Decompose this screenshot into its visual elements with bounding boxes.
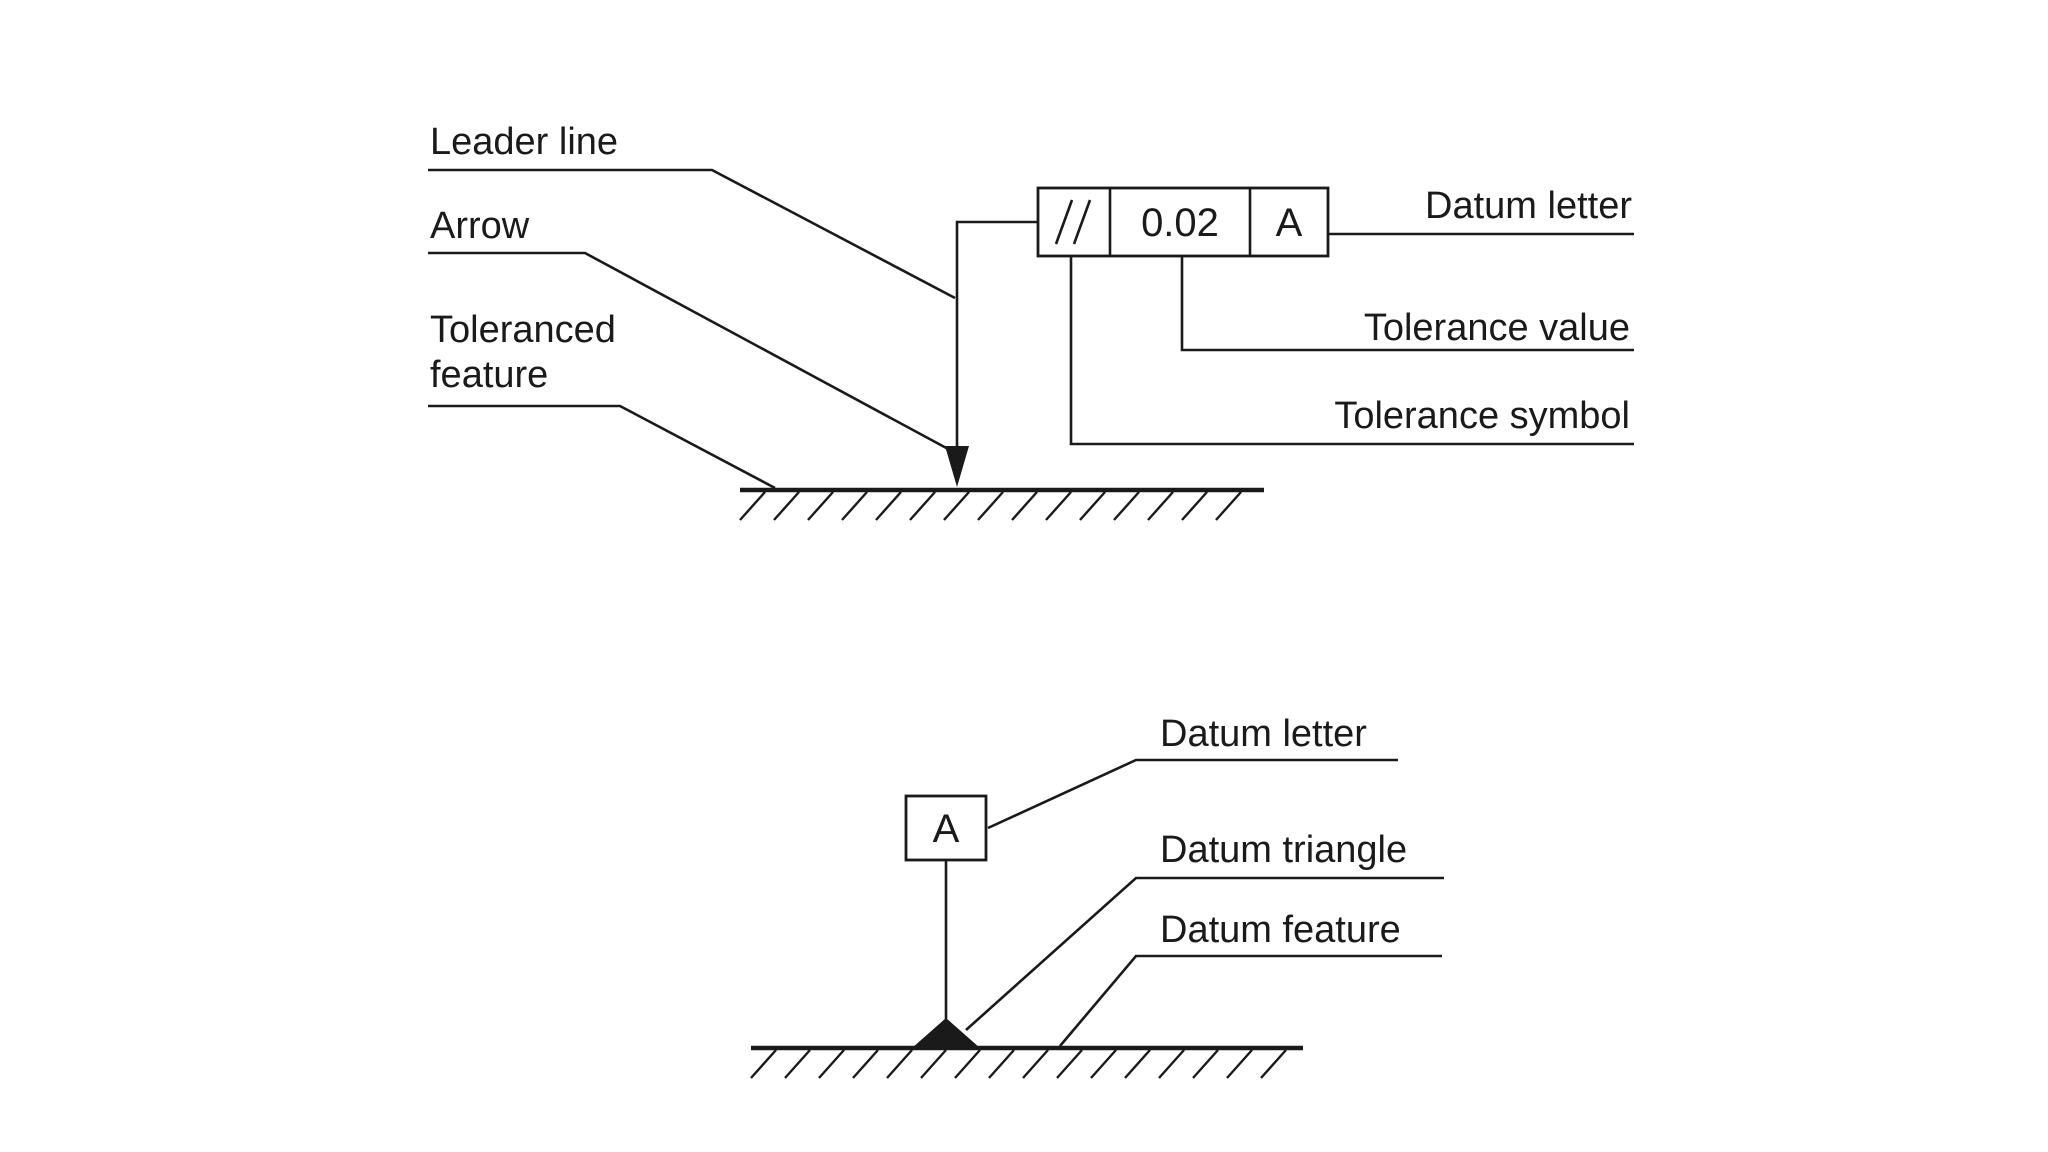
hatch-mark	[1090, 1049, 1117, 1079]
hatch-mark	[818, 1049, 845, 1079]
arrow-callout	[428, 251, 951, 452]
tolerance-symbol-label: Tolerance symbol	[1334, 395, 1630, 437]
hatch-mark	[739, 491, 766, 521]
datum-triangle-callout	[965, 876, 1444, 1031]
hatch-mark	[1113, 491, 1140, 521]
tolerance-value-cell: 0.02	[1141, 201, 1219, 245]
hatch-mark	[1215, 491, 1242, 521]
parallelism-symbol-icon	[1054, 199, 1092, 245]
leader-line-callout	[428, 168, 956, 300]
hatch-mark	[1056, 1049, 1083, 1079]
datum-feature-callout	[1059, 954, 1442, 1047]
toleranced-feature-label-line1: Toleranced	[430, 309, 616, 351]
hatch-mark	[920, 1049, 947, 1079]
arrow-label: Arrow	[430, 205, 530, 247]
hatch-mark	[886, 1049, 913, 1079]
datum-letter-box-text: A	[933, 807, 960, 851]
hatch-mark	[943, 491, 970, 521]
hatch-mark	[1226, 1049, 1253, 1079]
hatch-mark	[1022, 1049, 1049, 1079]
tolerance-value-label: Tolerance value	[1364, 307, 1630, 349]
feature-control-frame: 0.02 A	[1036, 186, 1330, 258]
datum-triangle-icon	[912, 1018, 980, 1048]
hatch-mark	[1045, 491, 1072, 521]
hatch-mark	[1011, 491, 1038, 521]
hatch-mark	[988, 1049, 1015, 1079]
top-diagram: Leader line Arrow Toleranced feature 0.0…	[428, 121, 1634, 521]
hatch-mark	[1192, 1049, 1219, 1079]
leader-line	[955, 220, 1038, 452]
hatch-mark	[1079, 491, 1106, 521]
hatch-mark	[954, 1049, 981, 1079]
datum-reference-cell: A	[1276, 201, 1303, 245]
hatch-mark	[750, 1049, 777, 1079]
toleranced-feature-callout	[428, 404, 776, 490]
hatch-mark	[784, 1049, 811, 1079]
hatch-mark	[841, 491, 868, 521]
hatch-mark	[807, 491, 834, 521]
datum-feature-label: Datum feature	[1160, 909, 1401, 951]
toleranced-surface-hatching	[739, 491, 1242, 521]
hatch-mark	[773, 491, 800, 521]
hatch-mark	[852, 1049, 879, 1079]
toleranced-feature-label-line2: feature	[430, 354, 548, 396]
datum-triangle-label: Datum triangle	[1160, 829, 1407, 871]
tolerance-symbol-callout	[1069, 256, 1634, 446]
bottom-diagram: A Datum letter Datum triangle Datum feat…	[750, 713, 1444, 1079]
datum-letter-label-top: Datum letter	[1425, 185, 1632, 227]
datum-letter-callout-bottom	[987, 758, 1398, 830]
hatch-mark	[1260, 1049, 1287, 1079]
hatch-mark	[909, 491, 936, 521]
hatch-mark	[1181, 491, 1208, 521]
hatch-mark	[977, 491, 1004, 521]
hatch-mark	[1147, 491, 1174, 521]
hatch-mark	[1124, 1049, 1151, 1079]
hatch-mark	[875, 491, 902, 521]
leader-line-label: Leader line	[430, 121, 618, 163]
tolerance-value-callout	[1180, 256, 1634, 352]
feature-control-frame-border	[1036, 186, 1330, 258]
hatch-mark	[1158, 1049, 1185, 1079]
datum-letter-box	[904, 794, 988, 862]
datum-letter-label-bottom: Datum letter	[1160, 713, 1367, 755]
arrow-head	[945, 446, 969, 487]
datum-surface-hatching	[750, 1049, 1287, 1079]
